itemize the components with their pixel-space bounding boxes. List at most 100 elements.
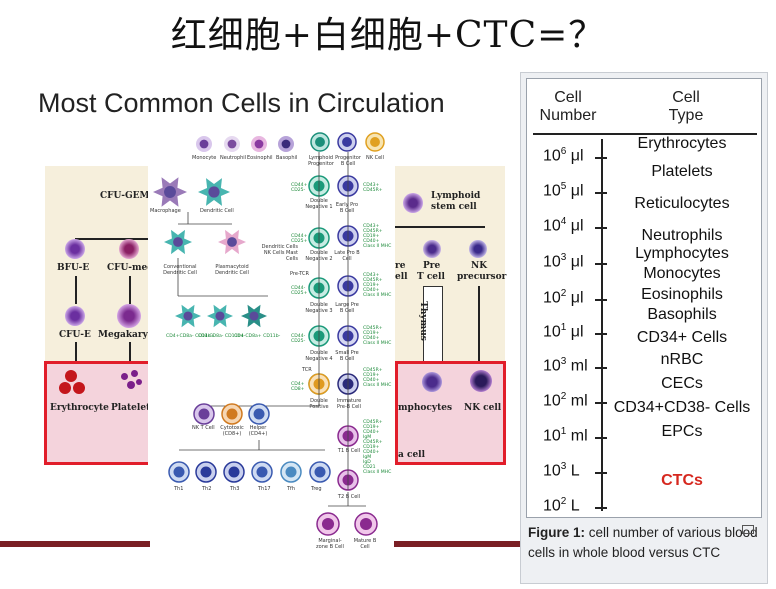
cfu-gemm-label: CFU-GEMM: [100, 191, 160, 201]
scale-tick-label: 102 ml: [543, 391, 588, 410]
col2-header-line2: Type: [668, 107, 704, 124]
th-cell-icon: [280, 461, 302, 483]
tick-base: 10: [543, 497, 561, 515]
th-label: Th17: [258, 486, 271, 492]
neutrophil-icon: [224, 136, 240, 152]
caption-bold: Figure 1:: [528, 525, 586, 540]
scale-tick: [595, 507, 607, 509]
cell-type-label: Eosinophils: [641, 286, 723, 303]
b-marker: CD43+ CD45R+ CD19+ CD40+ Class II MHC: [363, 224, 392, 249]
scale-tick-label: 105 μl: [543, 181, 584, 200]
tick-exponent: 2: [560, 391, 567, 402]
t-subset-label: Helper (CD4+): [248, 425, 268, 437]
arrow-nk-down: [478, 286, 480, 364]
t-stage-label: Double Negative 2: [305, 250, 333, 262]
scale-tick-label: 106 μl: [543, 146, 584, 165]
scale-tick: [595, 299, 607, 301]
conventional-dc-label: Conventional Dendritic Cell: [163, 264, 197, 276]
scale-tick: [595, 157, 607, 159]
t-marker: CD44+ CD25-: [291, 183, 308, 193]
basophil-icon: [278, 136, 294, 152]
slide-subtitle: Most Common Cells in Circulation: [38, 88, 445, 118]
dendritic-icon-nucleus: [208, 186, 220, 198]
b-marker: CD45R+ CD19+ CD40+ Class II MHC: [363, 326, 392, 346]
scale-tick: [595, 227, 607, 229]
cell-type-label: CD34+ Cells: [636, 329, 728, 346]
pre-t-cell-icon: [423, 240, 441, 258]
th-cell-icon: [309, 461, 331, 483]
pre-tcr-label: Pre-TCR: [290, 271, 310, 277]
cell-type-label: nRBC: [660, 351, 704, 368]
tick-base: 10: [543, 253, 561, 271]
eosinophil-icon: [251, 136, 267, 152]
tick-exponent: 1: [560, 322, 567, 333]
cell-type-label: CECs: [661, 375, 703, 392]
tick-base: 10: [543, 392, 561, 410]
expand-icon[interactable]: [742, 525, 754, 534]
erythrocyte-icon: [59, 370, 89, 396]
rbc-dot: [59, 382, 71, 394]
b-marker: CD45R+ CD19+ CD40+ Class II MHC: [363, 368, 392, 388]
arrow-meg-down: [129, 342, 131, 364]
helper-icon: [248, 403, 270, 425]
th-label: Th1: [174, 486, 184, 492]
th-label: Treg: [311, 486, 322, 492]
platelets-label: Platelets: [111, 403, 156, 413]
cell-type-label: Erythrocytes: [637, 135, 727, 152]
th-cell-icon: [251, 461, 273, 483]
monocyte-label: Monocyte: [192, 155, 217, 161]
scale-tick: [595, 437, 607, 439]
lymphoid-stem-cell-label-1: Lymphoid: [431, 191, 481, 201]
plasma-cell-partial-label: a cell: [398, 450, 426, 460]
lymphocytes-label: mphocytes: [398, 403, 453, 413]
tick-exponent: 1: [560, 426, 567, 437]
rbc-dot: [73, 382, 85, 394]
tick-base: 10: [543, 357, 561, 375]
marginal-zone-b-icon: [316, 512, 340, 536]
nk-precursor-label-1: NK: [471, 261, 488, 271]
lymphoid-stem-cell-label-2: stem cell: [431, 202, 477, 212]
tick-unit: μl: [566, 289, 584, 307]
hematopoiesis-diagram-svg: [153, 132, 385, 536]
scale-tick: [595, 367, 607, 369]
cfu-meg-label: CFU-meg: [107, 263, 154, 273]
right-mature-cells-frame: mphocytes NK cell a cell: [395, 361, 506, 465]
caption-text: cell number of various blood cells in wh…: [528, 525, 758, 560]
platelet-dot: [127, 381, 135, 389]
erythrocyte-label: Erythrocyte: [50, 403, 109, 413]
bfu-e-cell-icon: [65, 239, 85, 259]
pre-b-partial-label: re: [395, 261, 406, 271]
mature-b-icon: [354, 512, 378, 536]
scale-tick: [595, 192, 607, 194]
t-marker: CD44- CD25+: [291, 286, 308, 296]
b-marker: CD45R+ CD19+ CD40+ IgM IgD CD21 Class II…: [363, 440, 392, 475]
b-marker: CD43+ CD45R+: [363, 183, 383, 193]
col1-header-line2: Number: [539, 107, 597, 124]
scale-tick: [595, 333, 607, 335]
left-mature-cells-frame: Erythrocyte Platelets: [44, 361, 160, 465]
dc-subset-icon-nucleus: [215, 311, 225, 321]
arrow-bfu-to-cfu: [75, 276, 77, 304]
left-diagram: CFU-GEMM BFU-E CFU-meg CFU-E Megakaryocy: [45, 166, 170, 466]
t-marker: CD44- CD25-: [291, 334, 306, 344]
nk-cell-icon: [470, 370, 492, 392]
slide-accent-bar-right: [394, 541, 522, 547]
scale-tick: [595, 402, 607, 404]
tick-exponent: 6: [560, 146, 567, 157]
tick-unit: μl: [566, 182, 584, 200]
rbc-dot: [65, 370, 77, 382]
tick-exponent: 3: [560, 252, 567, 263]
cfu-meg-cell-icon: [119, 239, 139, 259]
dendritic-cell-label: Dendritic Cell: [200, 208, 234, 214]
b-stage-label: Early Pro B Cell: [335, 202, 359, 214]
lymphoid-progenitor-label: Lymphoid Progenitor: [308, 155, 334, 167]
nk-precursor-label-2: precursor: [457, 272, 507, 282]
scale-tick-label: 103 ml: [543, 356, 588, 375]
conventional-dc-icon-nucleus: [173, 237, 183, 247]
scale-tick: [595, 263, 607, 265]
megakaryocyte-icon: [117, 304, 141, 328]
col-header-cell-number: Cell Number: [533, 89, 603, 125]
tick-unit: L: [566, 462, 580, 480]
b-stage-label: Small Pre B Cell: [335, 350, 359, 362]
